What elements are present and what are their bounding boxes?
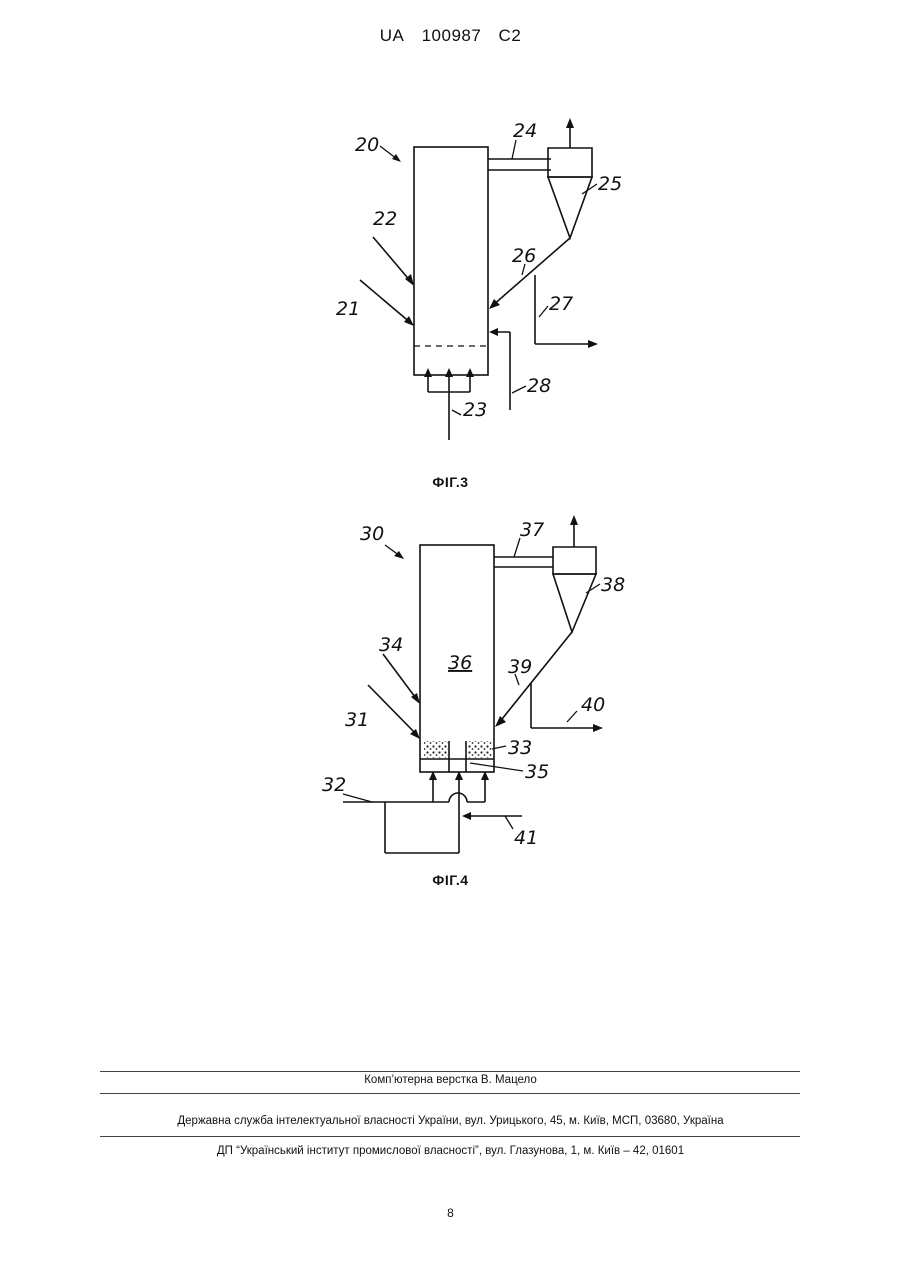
fig4-label38-leader [586, 584, 600, 593]
figure-3: 20 22 21 24 25 26 27 28 23 [0, 110, 901, 455]
footer-publisher: ДП “Український інститут промислової вла… [0, 1145, 901, 1157]
fig3-label-20: 20 [355, 134, 379, 156]
footer-typesetter: Комп’ютерна верстка В. Мацело [0, 1074, 901, 1086]
figure-4: 30 34 31 32 37 38 36 39 40 33 35 41 [0, 505, 901, 865]
fig3-gas-exit-arrow [566, 118, 574, 128]
fig3-label-24: 24 [513, 120, 537, 142]
fig3-gas-arrow-center [445, 368, 453, 377]
fig3-label-22: 22 [373, 208, 397, 230]
fig3-label-21: 21 [336, 298, 360, 320]
kind-code: C2 [499, 26, 522, 45]
office-code: UA [380, 26, 405, 45]
fig3-label-28: 28 [527, 375, 551, 397]
fig4-label-33: 33 [508, 737, 532, 759]
fig4-label-34: 34 [379, 634, 403, 656]
fig4-label32-leader [343, 794, 372, 802]
fig4-cyclone-cone [553, 574, 596, 632]
fig4-line41-arrow [462, 812, 471, 820]
fig3-label28-leader [512, 386, 526, 393]
fig3-label-25: 25 [598, 173, 622, 195]
figure-3-caption: ФІГ.3 [0, 474, 901, 490]
fig3-label-27: 27 [549, 293, 573, 315]
fig3-label24-leader [512, 140, 516, 159]
fig3-reactor-column [414, 147, 488, 375]
fig3-cyclone-top [548, 148, 592, 177]
fig4-label-35: 35 [525, 761, 549, 783]
fig4-label-40: 40 [581, 694, 605, 716]
page-number: 8 [0, 1206, 901, 1220]
figure-4-caption: ФІГ.4 [0, 872, 901, 888]
fig4-crossover-hump [449, 793, 467, 802]
fig3-feed21-line [360, 280, 412, 324]
fig4-label-37: 37 [520, 519, 544, 541]
document-header: UA 100987 C2 [0, 26, 901, 46]
fig4-label-38: 38 [601, 574, 625, 596]
fig4-gas-exit-arrow [570, 515, 578, 525]
figure-4-drawing: 30 34 31 32 37 38 36 39 40 33 35 41 [0, 505, 901, 865]
fig3-gas-arrow-right [466, 368, 474, 377]
patent-number: 100987 [422, 26, 482, 45]
fig4-return-arrow [495, 716, 506, 727]
fig4-label-41: 41 [514, 827, 538, 849]
fig4-bed-left [424, 741, 448, 758]
figure-3-drawing: 20 22 21 24 25 26 27 28 23 [0, 110, 901, 455]
fig4-feed34-line [383, 654, 418, 701]
fig3-label-26: 26 [512, 245, 536, 267]
fig4-label40-leader [567, 711, 577, 722]
footer-rule-1 [100, 1071, 800, 1072]
fig3-label20-arrow [392, 154, 401, 162]
fig3-label27-leader [539, 306, 548, 317]
fig4-label-30: 30 [360, 523, 384, 545]
fig4-label41-leader [505, 816, 513, 829]
footer-rule-2 [100, 1093, 800, 1094]
fig4-return-leg [498, 632, 572, 724]
fig4-bed-right [468, 741, 492, 758]
fig3-gas-arrow-left [424, 368, 432, 377]
fig3-withdrawal-arrow [588, 340, 598, 348]
fig4-label-31: 31 [345, 709, 369, 731]
fig3-feed22-line [373, 237, 412, 283]
fig4-label-36: 36 [448, 652, 472, 674]
fig4-label-32: 32 [322, 774, 346, 796]
fig4-feed31-line [368, 685, 418, 736]
fig4-label-39: 39 [508, 656, 532, 678]
fig3-label-23: 23 [463, 399, 487, 421]
footer-agency: Державна служба інтелектуальної власност… [0, 1115, 901, 1127]
fig3-feed28-arrow [489, 328, 498, 336]
fig3-label23-leader [452, 410, 461, 415]
footer-rule-3 [100, 1136, 800, 1137]
fig4-label35-leader [470, 763, 523, 771]
fig4-cyclone-top [553, 547, 596, 574]
fig4-withdrawal-arrow [593, 724, 603, 732]
fig3-cyclone-cone [548, 177, 592, 238]
